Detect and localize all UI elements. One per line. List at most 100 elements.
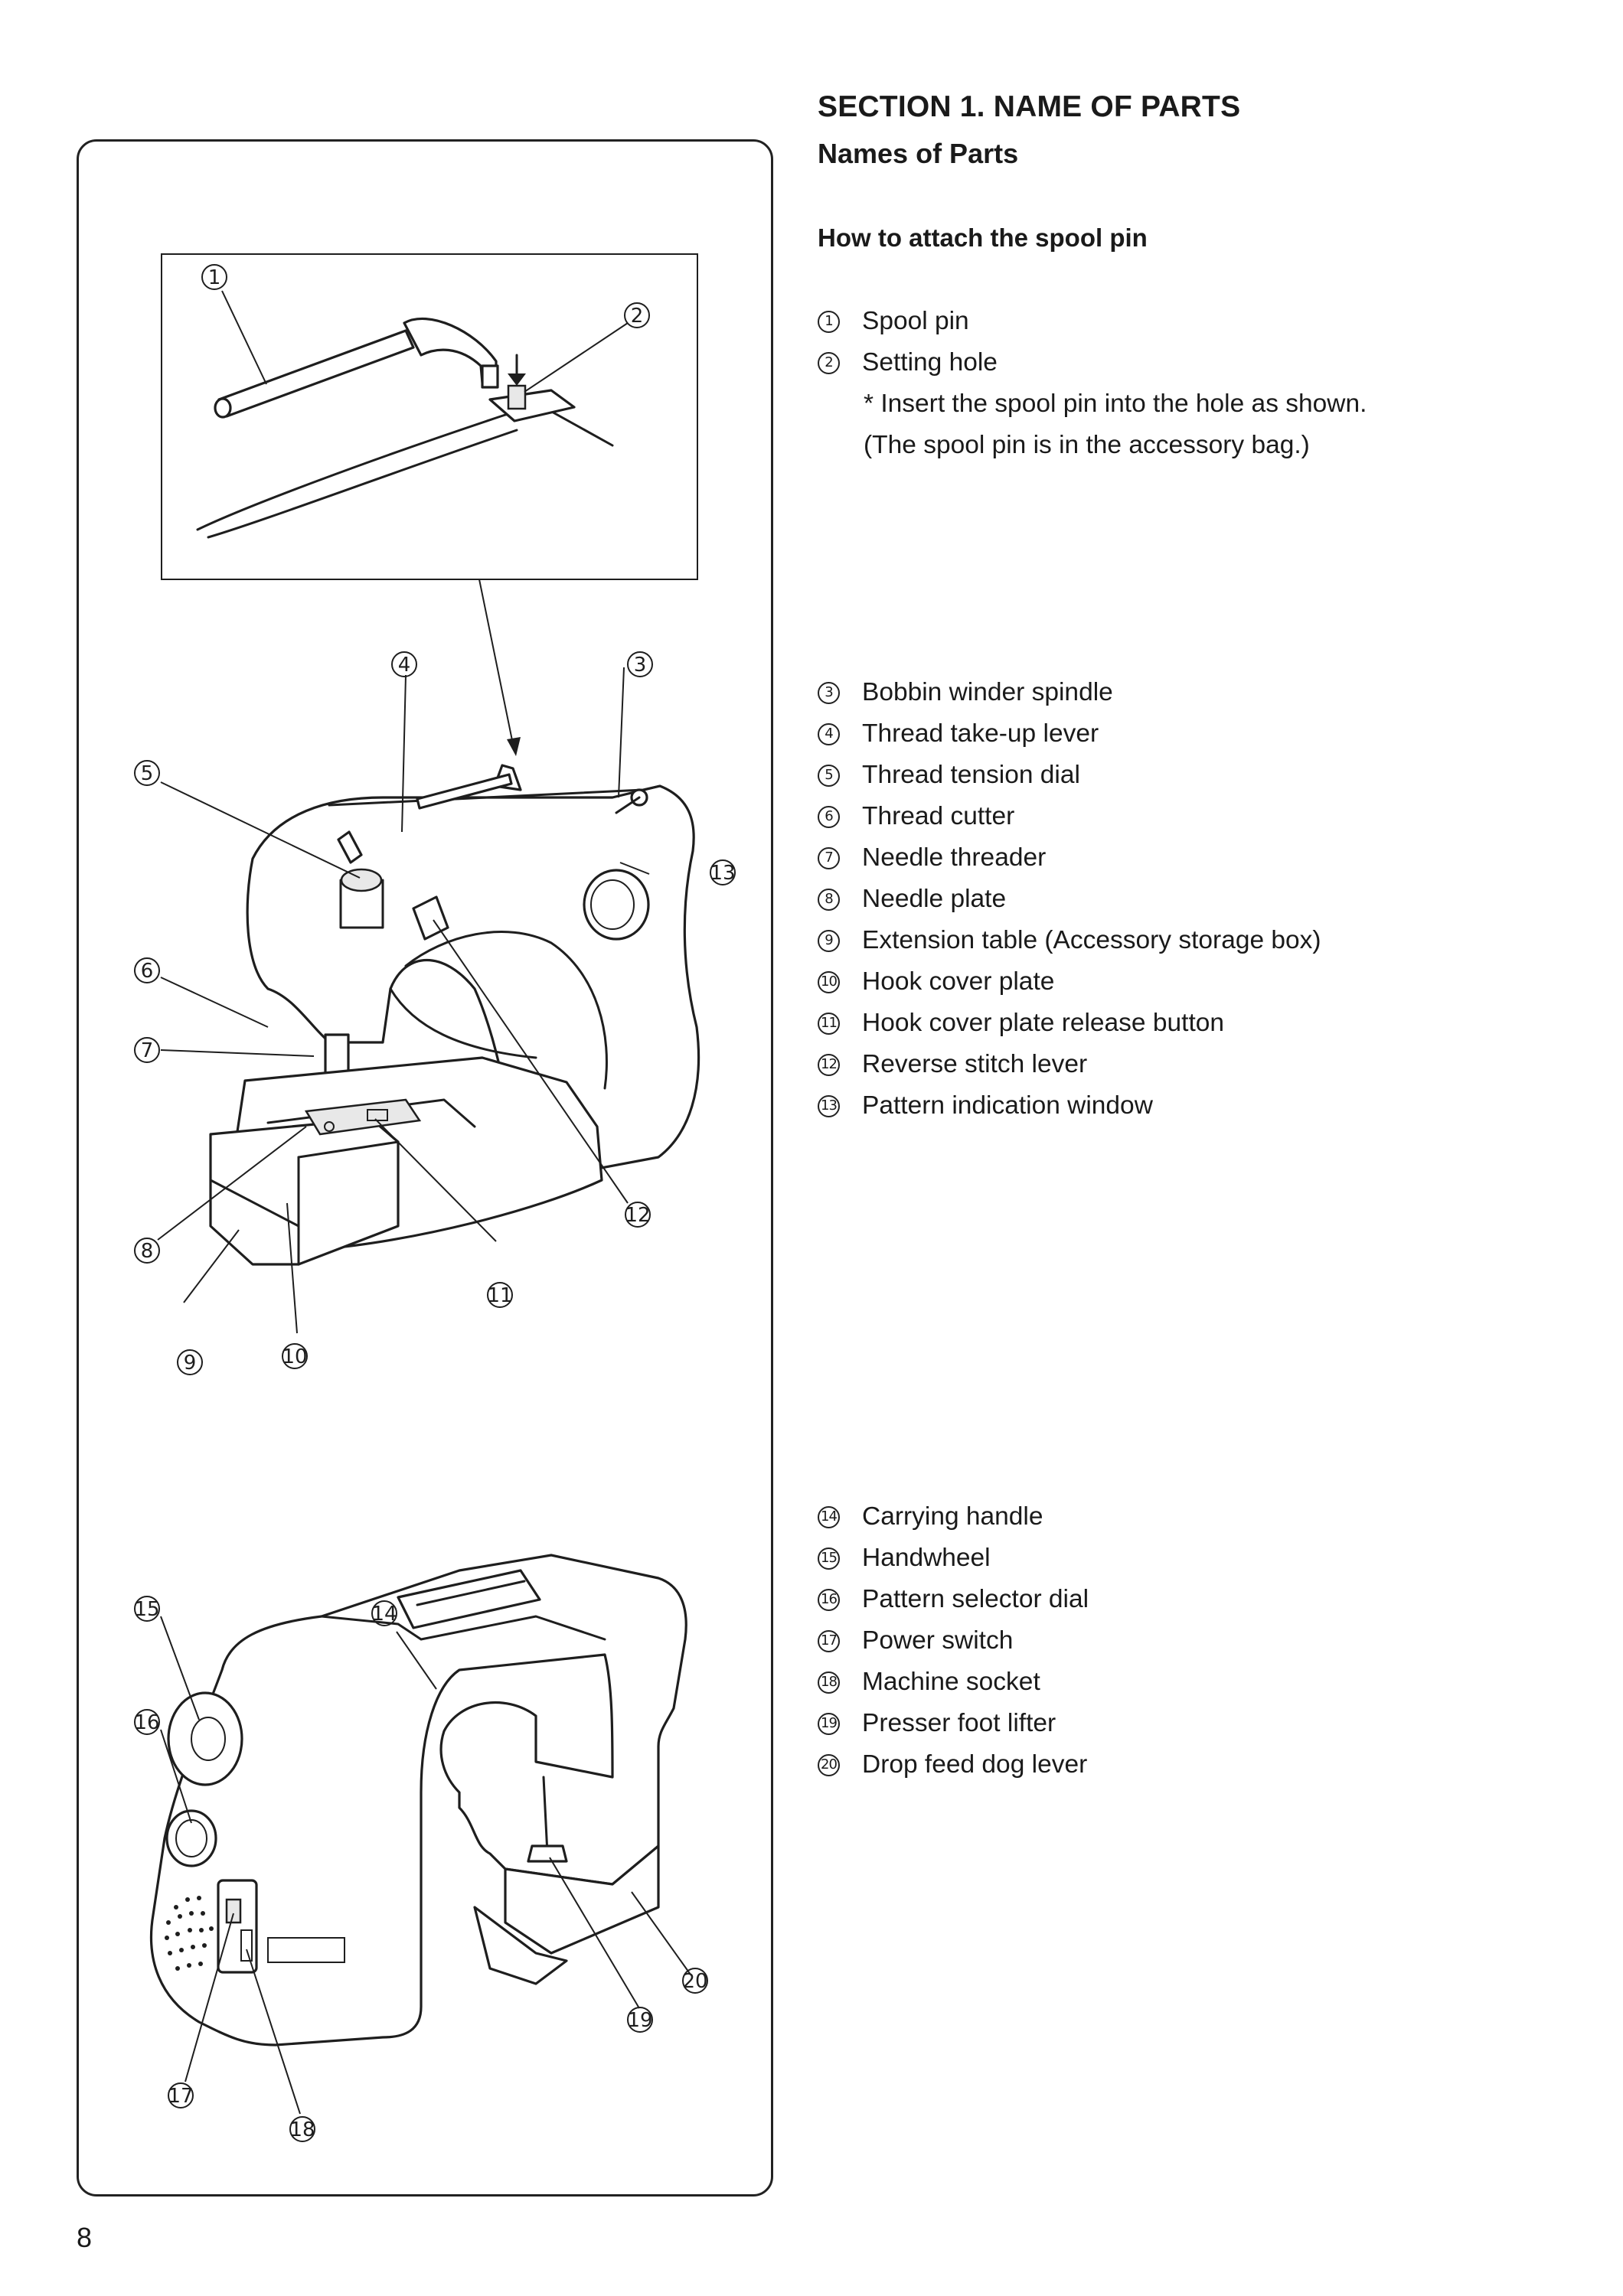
sewing-machine-diagram: 1 2	[134, 253, 736, 2142]
item-label: Extension table (Accessory storage box)	[862, 926, 1321, 954]
attach-heading: How to attach the spool pin	[818, 223, 1148, 252]
item-number: 18	[818, 1671, 840, 1694]
svg-text:8: 8	[141, 1240, 154, 1263]
item-number: 2	[818, 351, 840, 374]
svg-text:5: 5	[141, 762, 154, 785]
list-item: 7 Needle threader	[818, 837, 1321, 879]
section-title: SECTION 1. NAME OF PARTS	[818, 90, 1241, 123]
illustration-frame	[77, 139, 773, 2197]
svg-text:1: 1	[208, 266, 221, 289]
machine-rear-view	[149, 1554, 687, 2047]
power-switch-shape	[225, 1898, 242, 1924]
item-label: Spool pin	[862, 307, 969, 335]
item-number: 14	[818, 1505, 840, 1528]
svg-text:12: 12	[625, 1204, 650, 1227]
list-item: 9 Extension table (Accessory storage box)	[818, 920, 1321, 961]
list-item: 16 Pattern selector dial	[818, 1579, 1089, 1620]
list-item: 14 Carrying handle	[818, 1496, 1089, 1538]
item-label: Thread take-up lever	[862, 719, 1099, 748]
item-label: Needle threader	[862, 843, 1047, 872]
list-item: 19 Presser foot lifter	[818, 1703, 1089, 1744]
svg-text:20: 20	[682, 1970, 707, 1993]
item-label: Drop feed dog lever	[862, 1750, 1088, 1779]
item-label: Pattern indication window	[862, 1091, 1153, 1120]
item-number: 17	[818, 1629, 840, 1652]
item-label: Presser foot lifter	[862, 1709, 1056, 1737]
list-item: 1 Spool pin	[818, 301, 998, 342]
svg-text:19: 19	[627, 2009, 652, 2032]
parts-illustration: 1 2	[77, 139, 773, 2197]
svg-text:13: 13	[710, 862, 735, 885]
list-item: 5 Thread tension dial	[818, 755, 1321, 796]
svg-text:7: 7	[141, 1039, 154, 1062]
rear-parts-list: 14 Carrying handle 15 Handwheel 16 Pattern …	[818, 1496, 1089, 1786]
item-label: Thread tension dial	[862, 761, 1080, 789]
item-label: Handwheel	[862, 1544, 991, 1572]
list-item: 11 Hook cover plate release button	[818, 1003, 1321, 1044]
list-item: 15 Handwheel	[818, 1538, 1089, 1579]
item-number: 9	[818, 929, 840, 952]
item-label: Bobbin winder spindle	[862, 678, 1113, 706]
spool-pin	[217, 329, 415, 418]
svg-text:16: 16	[134, 1711, 159, 1734]
item-number: 13	[818, 1094, 840, 1117]
item-number: 12	[818, 1053, 840, 1076]
arrow-icon	[507, 737, 521, 756]
page-number: 8	[77, 2222, 93, 2253]
item-label: Reverse stitch lever	[862, 1050, 1088, 1078]
item-number: 15	[818, 1547, 840, 1570]
item-label: Hook cover plate release button	[862, 1009, 1225, 1037]
spool-pin-inset	[161, 253, 698, 580]
item-number: 20	[818, 1753, 840, 1776]
item-label: Pattern selector dial	[862, 1585, 1089, 1613]
item-number: 6	[818, 805, 840, 828]
item-number: 10	[818, 970, 840, 993]
list-item: 18 Machine socket	[818, 1662, 1089, 1703]
power-panel	[217, 1879, 258, 1974]
vent-dots	[165, 1896, 214, 1971]
item-label: Carrying handle	[862, 1502, 1043, 1531]
svg-text:18: 18	[289, 2118, 315, 2141]
list-item: 17 Power switch	[818, 1620, 1089, 1662]
machine-front-view	[209, 764, 700, 1266]
item-number: 11	[818, 1012, 840, 1035]
svg-text:6: 6	[141, 960, 154, 983]
item-label: Machine socket	[862, 1668, 1040, 1696]
svg-text:17: 17	[168, 2085, 193, 2108]
list-item: 10 Hook cover plate	[818, 961, 1321, 1003]
pattern-selector-shape	[165, 1809, 217, 1867]
item-label: Thread cutter	[862, 802, 1015, 830]
item-number: 7	[818, 846, 840, 869]
item-number: 3	[818, 681, 840, 704]
item-label: Hook cover plate	[862, 967, 1055, 996]
list-item: 12 Reverse stitch lever	[818, 1044, 1321, 1085]
svg-text:2: 2	[631, 305, 644, 328]
handwheel-shape	[167, 1691, 243, 1786]
item-number: 8	[818, 888, 840, 911]
item-number: 1	[818, 310, 840, 333]
svg-text:11: 11	[487, 1284, 512, 1307]
item-number: 5	[818, 764, 840, 787]
spool-note: * Insert the spool pin into the hole as …	[864, 383, 1367, 466]
spool-parts-list: 1 Spool pin 2 Setting hole	[818, 301, 998, 383]
arrow-down-icon	[508, 373, 526, 386]
svg-text:10: 10	[282, 1345, 307, 1368]
note-line: (The spool pin is in the accessory bag.)	[864, 431, 1310, 459]
list-item: 2 Setting hole	[818, 342, 998, 383]
setting-hole	[507, 384, 527, 410]
list-item: 20 Drop feed dog lever	[818, 1744, 1089, 1786]
svg-text:15: 15	[134, 1598, 159, 1621]
item-label: Setting hole	[862, 348, 998, 377]
page-subtitle: Names of Parts	[818, 138, 1019, 169]
svg-text:14: 14	[371, 1603, 397, 1626]
item-number: 16	[818, 1588, 840, 1611]
spool-pin-drawing	[196, 317, 614, 539]
svg-text:3: 3	[634, 654, 647, 677]
item-label: Needle plate	[862, 885, 1007, 913]
pattern-window-shape	[583, 869, 650, 941]
svg-text:4: 4	[398, 654, 411, 677]
item-label: Power switch	[862, 1626, 1014, 1655]
item-number: 19	[818, 1712, 840, 1735]
